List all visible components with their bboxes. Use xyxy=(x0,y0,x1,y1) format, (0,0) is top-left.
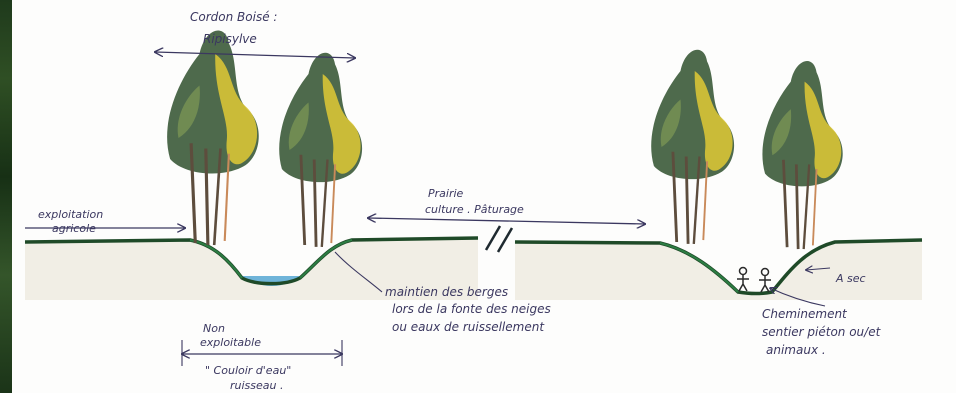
break-mark-icon xyxy=(484,225,514,253)
label-exploitation-1: exploitation xyxy=(38,208,103,221)
tree-icon xyxy=(277,51,364,249)
label-ripisylve: Ripisylve xyxy=(203,32,257,46)
ripisylve-arrow xyxy=(155,52,355,58)
soil-right xyxy=(515,240,922,300)
label-maintien-1: maintien des berges xyxy=(385,285,508,299)
maintien-leader xyxy=(334,251,383,293)
label-maintien-3: ou eaux de ruissellement xyxy=(392,320,545,334)
label-chemin-1: Cheminement xyxy=(762,307,848,321)
label-prairie-1: Prairie xyxy=(428,187,464,200)
label-chemin-2: sentier piéton ou/et xyxy=(762,325,882,339)
background-foliage-strip xyxy=(0,0,12,393)
label-couloir: " Couloir d'eau" xyxy=(205,364,291,377)
soil-left xyxy=(25,238,478,300)
tree-icon xyxy=(761,59,845,251)
label-chemin-3: animaux . xyxy=(766,343,826,357)
label-ruisseau: ruisseau . xyxy=(230,379,284,392)
a-sec-leader xyxy=(806,268,831,270)
walker-icon xyxy=(737,266,771,293)
label-a-sec: A sec xyxy=(835,272,866,285)
label-maintien-2: lors de la fonte des neiges xyxy=(392,302,551,316)
prairie-arrow xyxy=(368,218,645,224)
label-prairie-2: culture . Pâturage xyxy=(425,203,524,216)
chemin-leader xyxy=(770,288,826,307)
label-exploitation-2: agricole xyxy=(52,222,96,235)
tree-icon xyxy=(649,48,736,246)
label-exploitable: exploitable xyxy=(200,336,261,349)
label-non: Non xyxy=(203,322,225,335)
label-cordon-title: Cordon Boisé : xyxy=(190,10,277,24)
tree-icon xyxy=(165,28,261,247)
